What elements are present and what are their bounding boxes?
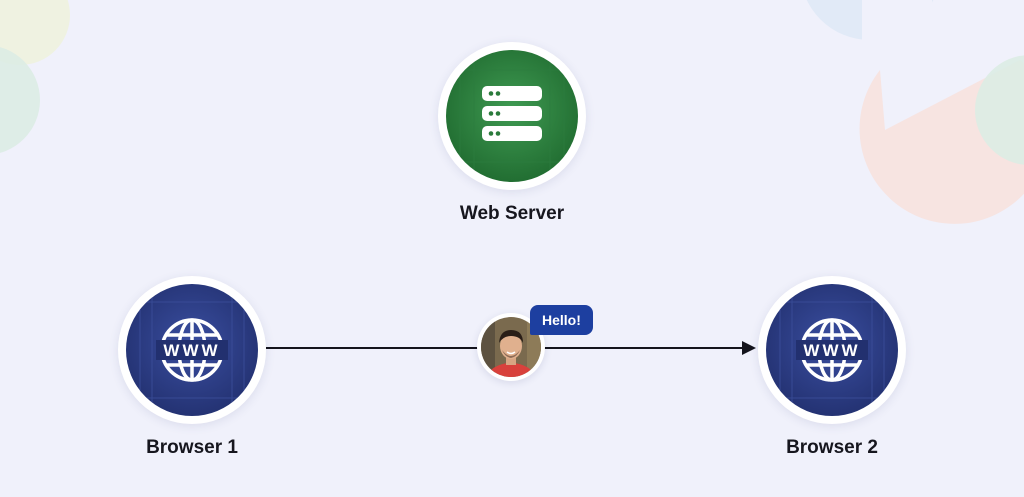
globe-text: WWW — [163, 341, 220, 360]
www-globe-icon: WWW — [126, 284, 258, 416]
arrowhead-icon — [742, 341, 756, 355]
web-server-label: Web Server — [459, 203, 565, 224]
server-rack-icon — [446, 50, 578, 182]
browser-1-label: Browser 1 — [146, 437, 238, 458]
browser-2-node[interactable]: WWW — [758, 276, 906, 424]
globe-text: WWW — [803, 341, 860, 360]
browser-1-node[interactable]: WWW — [118, 276, 266, 424]
www-globe-icon: WWW — [766, 284, 898, 416]
web-server-node[interactable] — [438, 42, 586, 190]
hello-message-bubble: Hello! — [530, 305, 593, 335]
browser-2-label: Browser 2 — [786, 437, 878, 458]
